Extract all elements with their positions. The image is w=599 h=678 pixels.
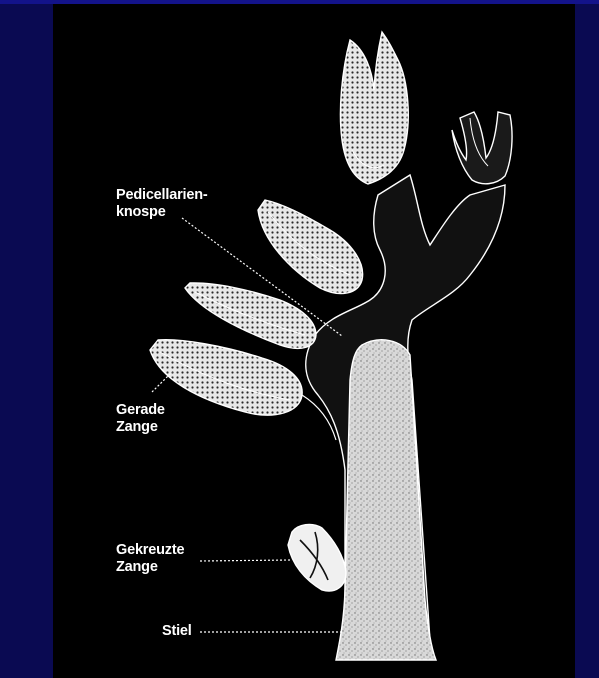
crossed-pincer-label: Gekreuzte Zange	[116, 542, 184, 576]
stalk-label: Stiel	[162, 623, 192, 640]
crossed-label-line1: Gekreuzte	[116, 542, 184, 559]
middle-pincer	[185, 283, 316, 348]
straight-pincer-label: Gerade Zange	[116, 402, 165, 436]
straight-label-line2: Zange	[116, 419, 165, 436]
straight-label-line1: Gerade	[116, 402, 165, 419]
bud-label-line1: Pedicellarien-	[116, 187, 208, 204]
bud-pincer	[258, 200, 363, 294]
crossed-label-line2: Zange	[116, 559, 184, 576]
bud-label: Pedicellarien- knospe	[116, 187, 208, 221]
straight-leader-line	[152, 372, 172, 392]
crossed-leader-line	[200, 560, 292, 561]
crossed-pincer	[288, 525, 346, 592]
upper-right-pincer	[452, 112, 512, 184]
bud-label-line2: knospe	[116, 204, 208, 221]
top-pincer	[340, 32, 408, 184]
